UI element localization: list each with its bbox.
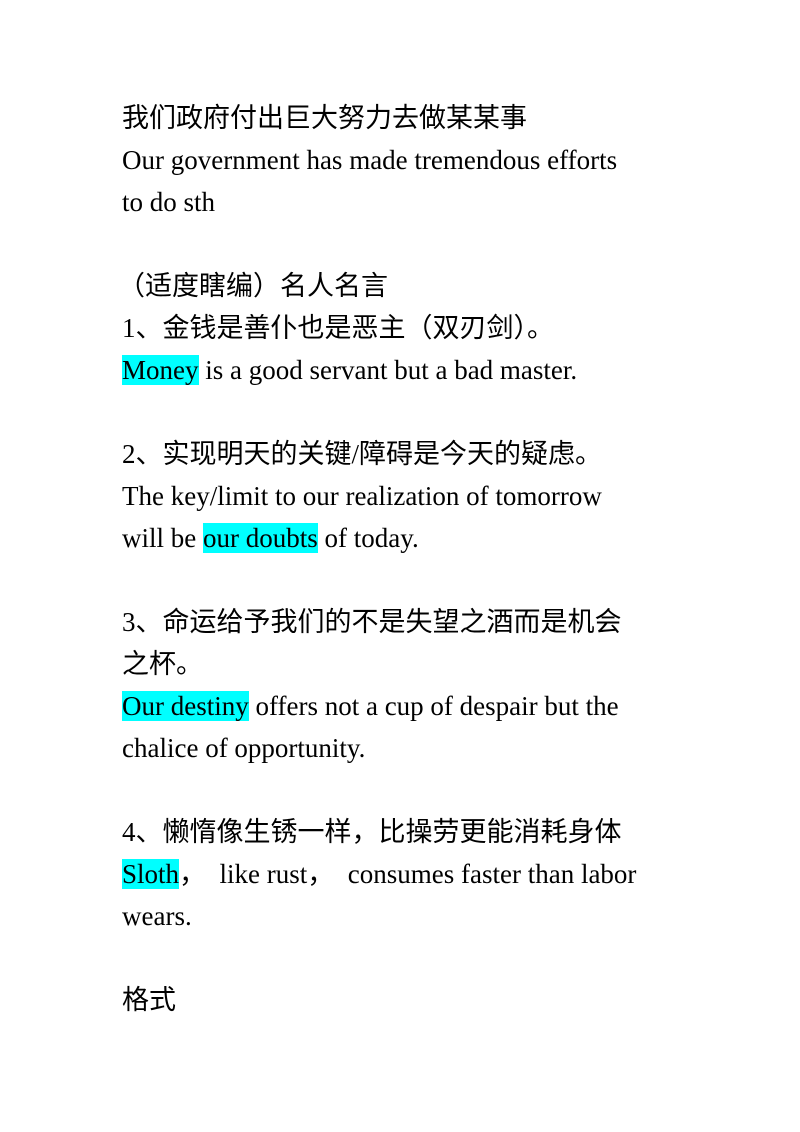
spacer: [122, 937, 682, 979]
quote-4-english-line-1: Sloth， like rust， consumes faster than l…: [122, 853, 682, 895]
highlighted-term: our doubts: [203, 523, 318, 553]
quote-3-chinese-line-1: 3、命运给予我们的不是失望之酒而是机会: [122, 607, 622, 637]
quote-2-english-line-2: will be our doubts of today.: [122, 517, 682, 559]
quote-3-english-rest: offers not a cup of despair but the: [248, 691, 619, 721]
quote-3-chinese-line-2: 之杯。: [122, 649, 203, 679]
spacer: [122, 391, 682, 433]
quote-4-english-line-2: wears.: [122, 901, 192, 931]
quote-1-english: Money is a good servant but a bad master…: [122, 349, 682, 391]
intro-english-line-1: Our government has made tremendous effor…: [122, 145, 618, 175]
highlighted-term: Our destiny: [122, 691, 249, 721]
intro-chinese: 我们政府付出巨大努力去做某某事: [122, 103, 527, 133]
spacer: [122, 769, 682, 811]
quote-2-english-pre: will be: [122, 523, 203, 553]
quote-2-english-line-1: The key/limit to our realization of tomo…: [122, 481, 602, 511]
quote-1-english-rest: is a good servant but a bad master.: [198, 355, 578, 385]
quote-2-chinese: 2、实现明天的关键/障碍是今天的疑虑。: [122, 439, 603, 469]
quote-4-english-rest: ， like rust， consumes faster than labor: [179, 859, 637, 889]
footer-heading: 格式: [122, 985, 176, 1015]
intro-english-line-2: to do sth: [122, 187, 216, 217]
quote-1-chinese: 1、金钱是善仆也是恶主（双刃剑）。: [122, 313, 554, 343]
highlighted-term: Sloth: [122, 859, 180, 889]
section-title: （适度瞎编）名人名言: [118, 271, 388, 301]
quote-3-english-line-1: Our destiny offers not a cup of despair …: [122, 685, 682, 727]
quote-4-chinese: 4、懒惰像生锈一样，比操劳更能消耗身体: [122, 817, 622, 847]
document-page: 我们政府付出巨大努力去做某某事 Our government has made …: [118, 97, 682, 1021]
quote-2-english-rest: of today.: [317, 523, 419, 553]
highlighted-term: Money: [122, 355, 199, 385]
spacer: [122, 223, 682, 265]
spacer: [122, 559, 682, 601]
quote-3-english-line-2: chalice of opportunity.: [122, 733, 366, 763]
